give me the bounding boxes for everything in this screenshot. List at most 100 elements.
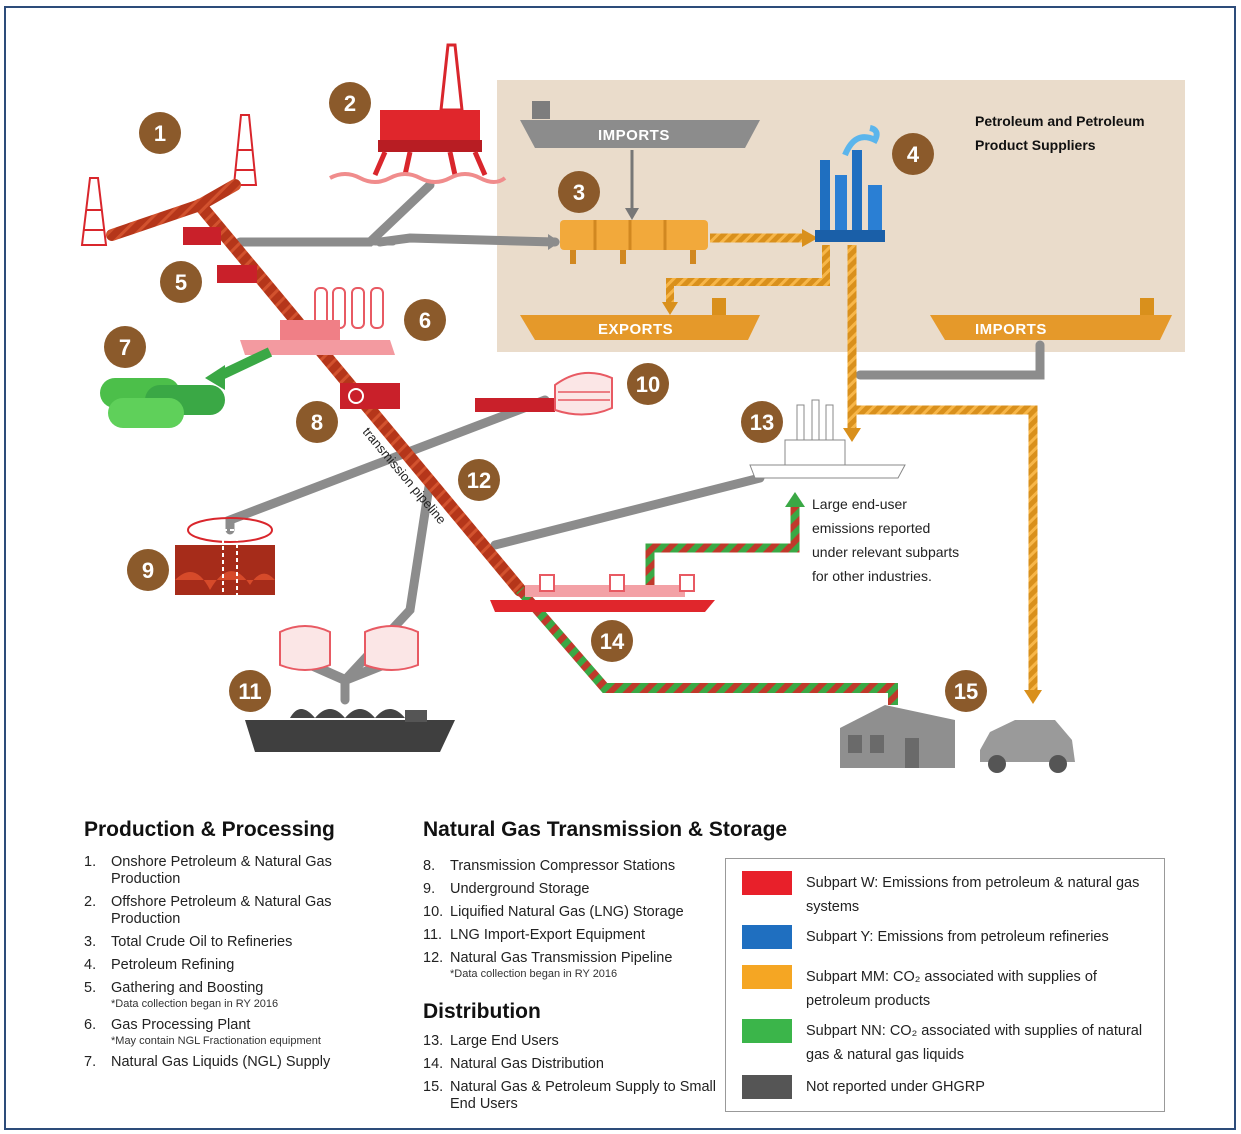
exports-label: EXPORTS — [598, 321, 673, 338]
list-item-number: 10. — [423, 904, 444, 920]
list-item: 9.Underground Storage — [423, 881, 723, 898]
list-item-number: 13. — [423, 1033, 444, 1049]
list-item-text: Gas Processing Plant*May contain NGL Fra… — [111, 1017, 321, 1047]
svg-text:1: 1 — [154, 121, 166, 146]
onshore-derricks-icon — [80, 114, 258, 246]
imports-top-label: IMPORTS — [598, 127, 670, 144]
list-item-text: Gathering and Boosting*Data collection b… — [111, 980, 279, 1010]
large-end-user-icon — [749, 399, 906, 479]
svg-text:9: 9 — [142, 558, 154, 583]
marker-2: 2 — [329, 82, 371, 124]
list-item-number: 11. — [423, 927, 443, 943]
legend-row: Subpart MM: CO₂ associated with supplies… — [742, 965, 1152, 1013]
list-item-number: 14. — [423, 1056, 444, 1072]
marker-11: 11 — [229, 670, 271, 712]
marker-9: 9 — [127, 549, 169, 591]
svg-text:8: 8 — [311, 410, 323, 435]
list-item: 13.Large End Users — [423, 1033, 723, 1050]
list-item-number: 7. — [84, 1054, 97, 1070]
end-user-caption: Large end-user emissions reported under … — [812, 496, 959, 584]
imports-gray-line — [855, 340, 1045, 380]
list-item: 7.Natural Gas Liquids (NGL) Supply — [84, 1054, 384, 1071]
production-title: Production & Processing — [84, 818, 335, 841]
svg-text:7: 7 — [119, 335, 131, 360]
list-item: 2.Offshore Petroleum & Natural Gas Produ… — [84, 894, 384, 928]
legend-row: Not reported under GHGRP — [742, 1075, 1152, 1099]
legend-swatch — [742, 1075, 792, 1099]
imports-ship-right: IMPORTS — [930, 298, 1172, 340]
list-item: 6. Gas Processing Plant*May contain NGL F… — [84, 1017, 384, 1048]
distribution-title: Distribution — [423, 1000, 541, 1023]
svg-text:under relevant subparts: under relevant subparts — [812, 544, 959, 560]
svg-text:10: 10 — [636, 372, 660, 397]
list-item: 10.Liquified Natural Gas (LNG) Storage — [423, 904, 723, 921]
storage-gray-line — [225, 395, 550, 535]
svg-text:11: 11 — [238, 679, 261, 704]
region-label-line2: Product Suppliers — [975, 137, 1096, 153]
marker-14: 14 — [591, 620, 633, 662]
gas-processing-plant-icon — [240, 287, 395, 355]
orange-pipelines — [662, 229, 1042, 704]
legend: Subpart W: Emissions from petroleum & na… — [725, 858, 1165, 1112]
marker-10: 10 — [627, 363, 669, 405]
legend-swatch — [742, 1019, 792, 1043]
list-item-text: Natural Gas Transmission Pipeline*Data c… — [450, 950, 673, 980]
marker-4: 4 — [892, 133, 934, 175]
legend-swatch — [742, 871, 792, 895]
svg-text:Large end-user: Large end-user — [812, 496, 907, 512]
legend-label: Subpart MM: CO₂ associated with supplies… — [806, 969, 1097, 1009]
marker-7: 7 — [104, 326, 146, 368]
svg-text:3: 3 — [573, 180, 585, 205]
list-item-text: Natural Gas Distribution — [450, 1056, 604, 1072]
marker-6: 6 — [404, 299, 446, 341]
list-item-note: *Data collection began in RY 2016 — [450, 968, 618, 980]
transmission-title: Natural Gas Transmission & Storage — [423, 818, 788, 841]
offshore-gray-line — [235, 180, 435, 247]
marker-3: 3 — [558, 171, 600, 213]
refinery-icon — [815, 125, 885, 242]
lng-terminal-icon — [245, 625, 455, 752]
svg-text:for other industries.: for other industries. — [812, 568, 932, 584]
lng-storage-icon — [475, 371, 613, 416]
svg-text:15: 15 — [954, 679, 978, 704]
list-item-number: 5. — [84, 980, 97, 996]
car-icon — [980, 720, 1075, 773]
legend-swatch — [742, 925, 792, 949]
marker-1: 1 — [139, 112, 181, 154]
exports-ship: EXPORTS — [520, 298, 760, 340]
legend-label: Not reported under GHGRP — [806, 1079, 985, 1095]
svg-text:emissions reported: emissions reported — [812, 520, 930, 536]
svg-text:2: 2 — [344, 91, 356, 116]
list-item: 4.Petroleum Refining — [84, 957, 384, 974]
list-item: 1.Onshore Petroleum & Natural Gas Produc… — [84, 854, 384, 888]
legend-label: Subpart W: Emissions from petroleum & na… — [806, 875, 1140, 915]
underground-storage-icon — [175, 517, 275, 611]
list-item-text: LNG Import-Export Equipment — [450, 927, 646, 943]
svg-text:6: 6 — [419, 308, 431, 333]
list-item-number: 6. — [84, 1017, 97, 1033]
imports-right-label: IMPORTS — [975, 321, 1047, 338]
gathering-boosting-icon — [183, 227, 257, 283]
list-item-number: 15. — [423, 1079, 444, 1095]
list-item-note: *Data collection began in RY 2016 — [111, 998, 279, 1010]
list-item: 11. LNG Import-Export Equipment — [423, 927, 723, 944]
list-item-text: Petroleum Refining — [111, 957, 235, 973]
list-item-number: 8. — [423, 858, 436, 874]
marker-13: 13 — [741, 401, 783, 443]
marker-8: 8 — [296, 401, 338, 443]
list-item-number: 2. — [84, 894, 97, 910]
offshore-platform-icon — [329, 43, 507, 184]
marker-12: 12 — [458, 459, 500, 501]
list-item: 14. Natural Gas Distribution — [423, 1056, 723, 1073]
legend-row: Subpart W: Emissions from petroleum & na… — [742, 871, 1152, 919]
list-item: 5. Gathering and Boosting*Data collection… — [84, 980, 384, 1011]
list-item-text: Total Crude Oil to Refineries — [111, 934, 293, 950]
list-item: 15.Natural Gas & Petroleum Supply to Sma… — [423, 1079, 723, 1113]
svg-text:4: 4 — [907, 142, 920, 167]
legend-row: Subpart NN: CO₂ associated with supplies… — [742, 1019, 1152, 1067]
list-item-text: Transmission Compressor Stations — [450, 858, 676, 874]
crude-oil-refinery-input — [560, 220, 708, 264]
distribution-station-icon — [490, 574, 715, 612]
imports-ship-top: IMPORTS — [520, 101, 760, 148]
compressor-station-icon — [340, 383, 400, 409]
